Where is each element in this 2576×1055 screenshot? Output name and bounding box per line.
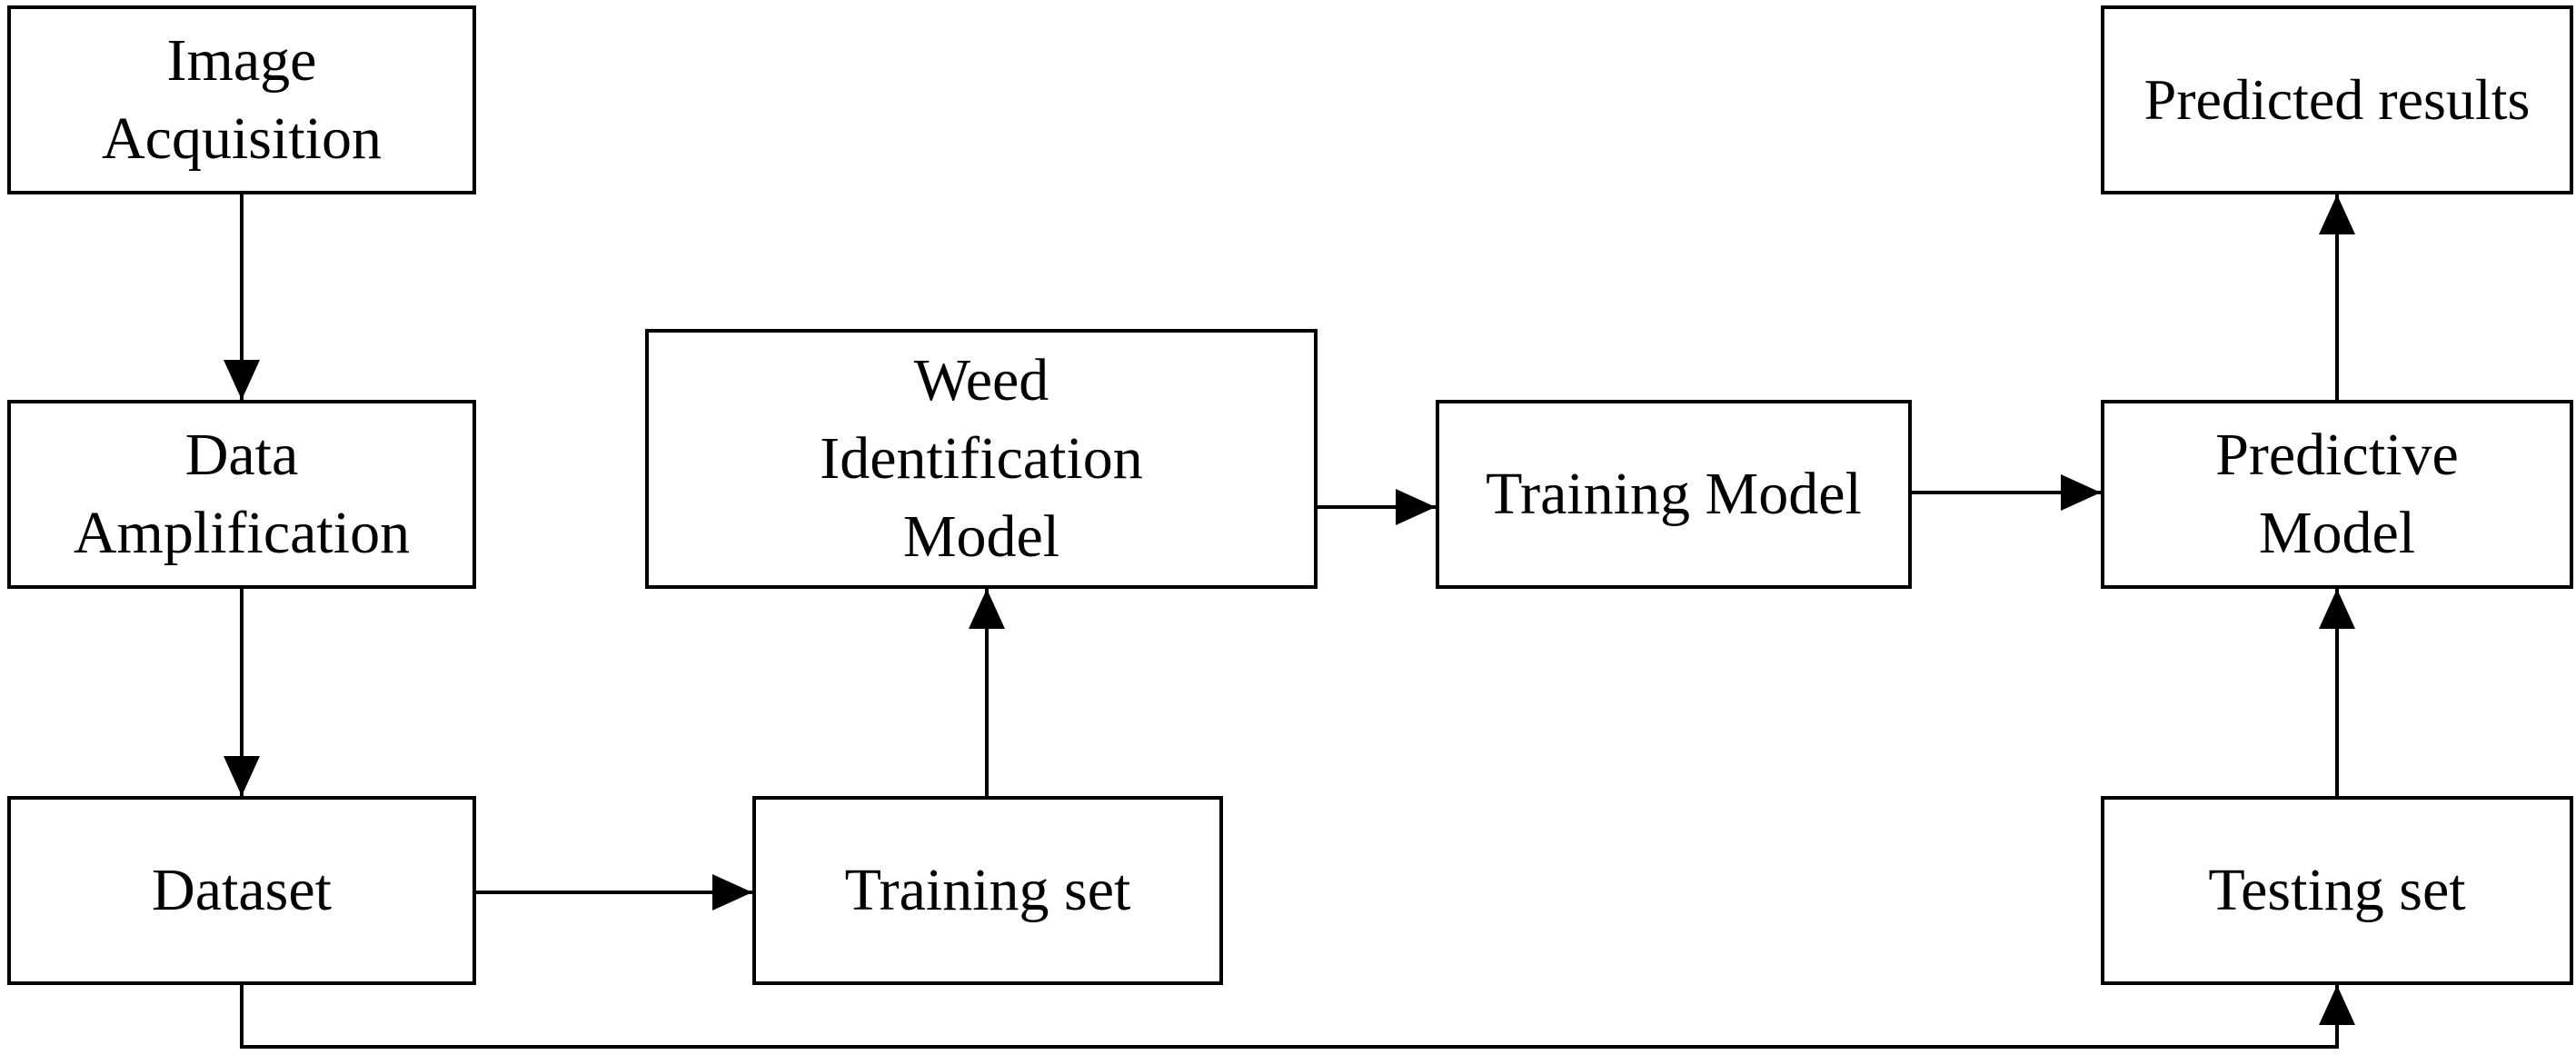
node-predictive-model: Predictive Model	[2101, 400, 2573, 589]
node-data-amplification: Data Amplification	[7, 400, 476, 589]
node-predicted-results: Predicted results	[2101, 5, 2573, 194]
node-label: Training Model	[1486, 461, 1862, 528]
node-training-set: Training set	[752, 796, 1223, 985]
node-label: Predicted results	[2143, 67, 2531, 133]
node-label: Weed Identification Model	[820, 347, 1143, 570]
node-testing-set: Testing set	[2101, 796, 2573, 985]
node-label: Training set	[844, 857, 1131, 924]
node-label: Testing set	[2208, 857, 2466, 924]
node-weed-identification-model: Weed Identification Model	[645, 329, 1318, 589]
node-training-model: Training Model	[1436, 400, 1912, 589]
node-dataset: Dataset	[7, 796, 476, 985]
node-label: Data Amplification	[73, 422, 411, 566]
node-label: Image Acquisition	[102, 27, 382, 172]
node-label: Dataset	[152, 857, 332, 924]
node-image-acquisition: Image Acquisition	[7, 5, 476, 194]
node-label: Predictive Model	[2215, 422, 2459, 566]
arrow-dataset-to-testing-set	[240, 985, 2355, 1049]
